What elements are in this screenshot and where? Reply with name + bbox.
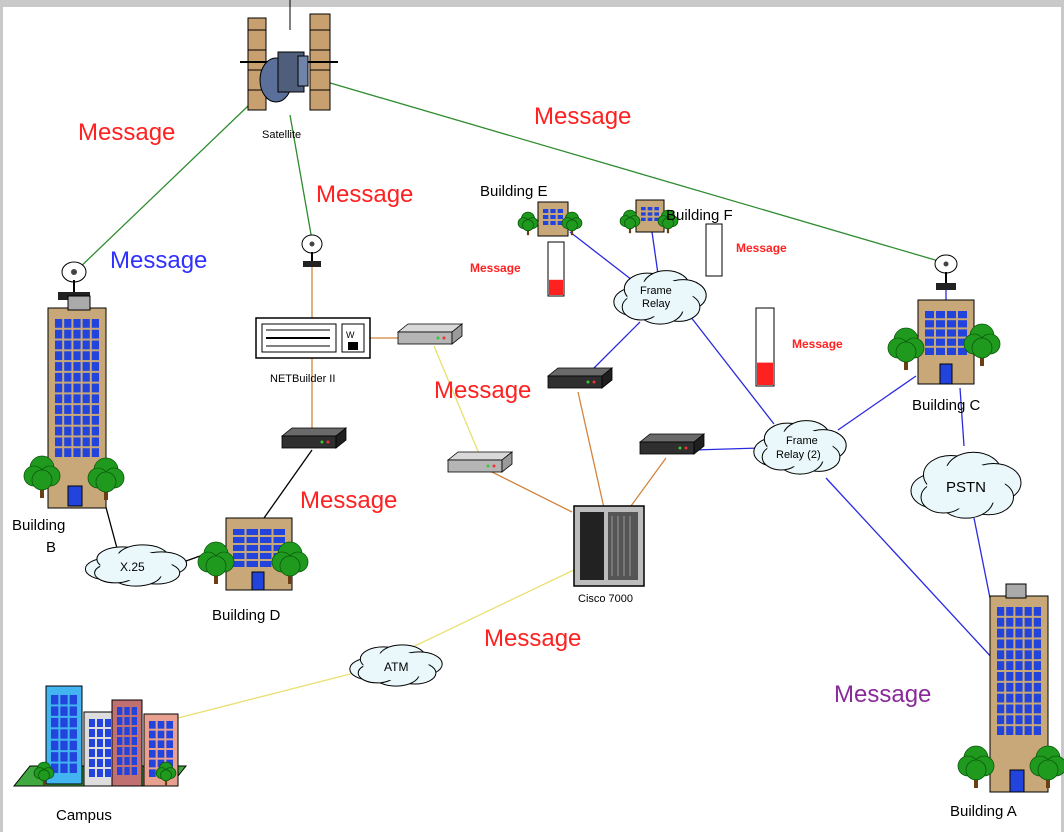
frame-relay-2-label-line2: Relay (2)	[776, 449, 821, 461]
link-fr2-building-c	[837, 375, 917, 431]
building-f-icon[interactable]	[619, 199, 679, 234]
building-b-label-line1: Building	[12, 517, 65, 534]
building-d-label: Building D	[212, 607, 281, 624]
message-gauge	[705, 223, 723, 277]
message-label: Message	[434, 377, 531, 404]
link-satellite-netbuilder	[289, 114, 313, 241]
message-label: Message	[834, 681, 931, 708]
building-d-icon[interactable]	[197, 517, 309, 591]
router-icon[interactable]	[280, 427, 348, 449]
link-building-f-fr1	[651, 231, 659, 275]
link-router-router	[433, 345, 481, 457]
message-label: Message	[300, 487, 397, 514]
netbuilder-router-icon[interactable]: W	[255, 317, 371, 359]
link-satellite-building-c	[319, 79, 943, 263]
building-c-icon[interactable]	[887, 299, 1001, 385]
link-router3-fr2	[693, 447, 761, 451]
link-building-c-pstn	[959, 387, 965, 447]
pstn-cloud[interactable]	[910, 451, 1022, 519]
x25-label: X.25	[120, 560, 145, 574]
message-label: Message	[534, 103, 631, 130]
link-router3-cisco	[627, 457, 667, 511]
building-a-icon[interactable]	[957, 583, 1064, 793]
campus-label: Campus	[56, 807, 112, 824]
frame-relay-1-label-line1: Frame	[640, 285, 672, 297]
link-satellite-building-b	[74, 105, 249, 273]
message-gauge	[547, 241, 565, 297]
frame-relay-1-label-line2: Relay	[642, 298, 671, 310]
router-icon[interactable]	[396, 323, 464, 345]
pstn-label: PSTN	[946, 479, 986, 496]
building-c-label: Building C	[912, 397, 981, 414]
netbuilder-label: NETBuilder II	[270, 373, 335, 385]
message-label: Message	[110, 247, 207, 274]
satellite-dish-icon	[934, 254, 958, 290]
link-fr1-fr2	[689, 315, 775, 425]
message-label: Message	[78, 119, 175, 146]
link-building-b-x25	[103, 499, 119, 553]
svg-text:W: W	[346, 330, 355, 340]
link-pstn-building-a	[973, 517, 991, 599]
x25-cloud[interactable]	[84, 544, 188, 587]
building-f-label: Building F	[666, 207, 733, 224]
atm-label: ATM	[384, 660, 408, 674]
cisco-7000-label: Cisco 7000	[578, 593, 633, 605]
satellite-dish-icon	[58, 261, 90, 300]
building-b-icon[interactable]	[23, 295, 125, 509]
link-atm-campus	[177, 671, 359, 719]
message-gauge-fill	[549, 279, 563, 295]
message-label-small: Message	[792, 337, 843, 351]
router-icon[interactable]	[546, 367, 614, 389]
building-e-icon[interactable]	[517, 201, 583, 237]
message-label: Message	[484, 625, 581, 652]
message-label: Message	[316, 181, 413, 208]
building-b-label-line2: B	[46, 539, 56, 556]
link-fr1-router2	[587, 321, 641, 375]
message-gauge	[755, 307, 775, 387]
atm-cloud[interactable]	[349, 644, 443, 687]
link-building-e-fr1	[569, 231, 633, 281]
building-a-label: Building A	[950, 803, 1017, 820]
router-icon[interactable]	[446, 451, 514, 473]
links	[74, 79, 995, 719]
message-label-small: Message	[736, 241, 787, 255]
message-label-small: Message	[470, 261, 521, 275]
link-router-building-d	[263, 449, 313, 519]
cisco-7000-icon[interactable]	[573, 505, 645, 587]
link-cisco-atm	[397, 567, 579, 655]
message-gauge-fill	[757, 362, 773, 385]
link-fr2-building-a	[825, 477, 995, 661]
satellite-icon[interactable]	[240, 0, 338, 111]
satellite-label: Satellite	[262, 129, 301, 141]
frame-relay-1-cloud[interactable]	[613, 270, 707, 325]
link-router-cisco	[479, 465, 573, 513]
building-e-label: Building E	[480, 183, 548, 200]
frame-relay-2-label-line1: Frame	[786, 435, 818, 447]
campus-icon[interactable]	[12, 685, 188, 787]
frame-relay-2-cloud[interactable]	[753, 420, 847, 475]
link-router2-cisco	[577, 391, 605, 509]
router-icon[interactable]	[638, 433, 706, 455]
satellite-dish-icon	[301, 234, 323, 267]
